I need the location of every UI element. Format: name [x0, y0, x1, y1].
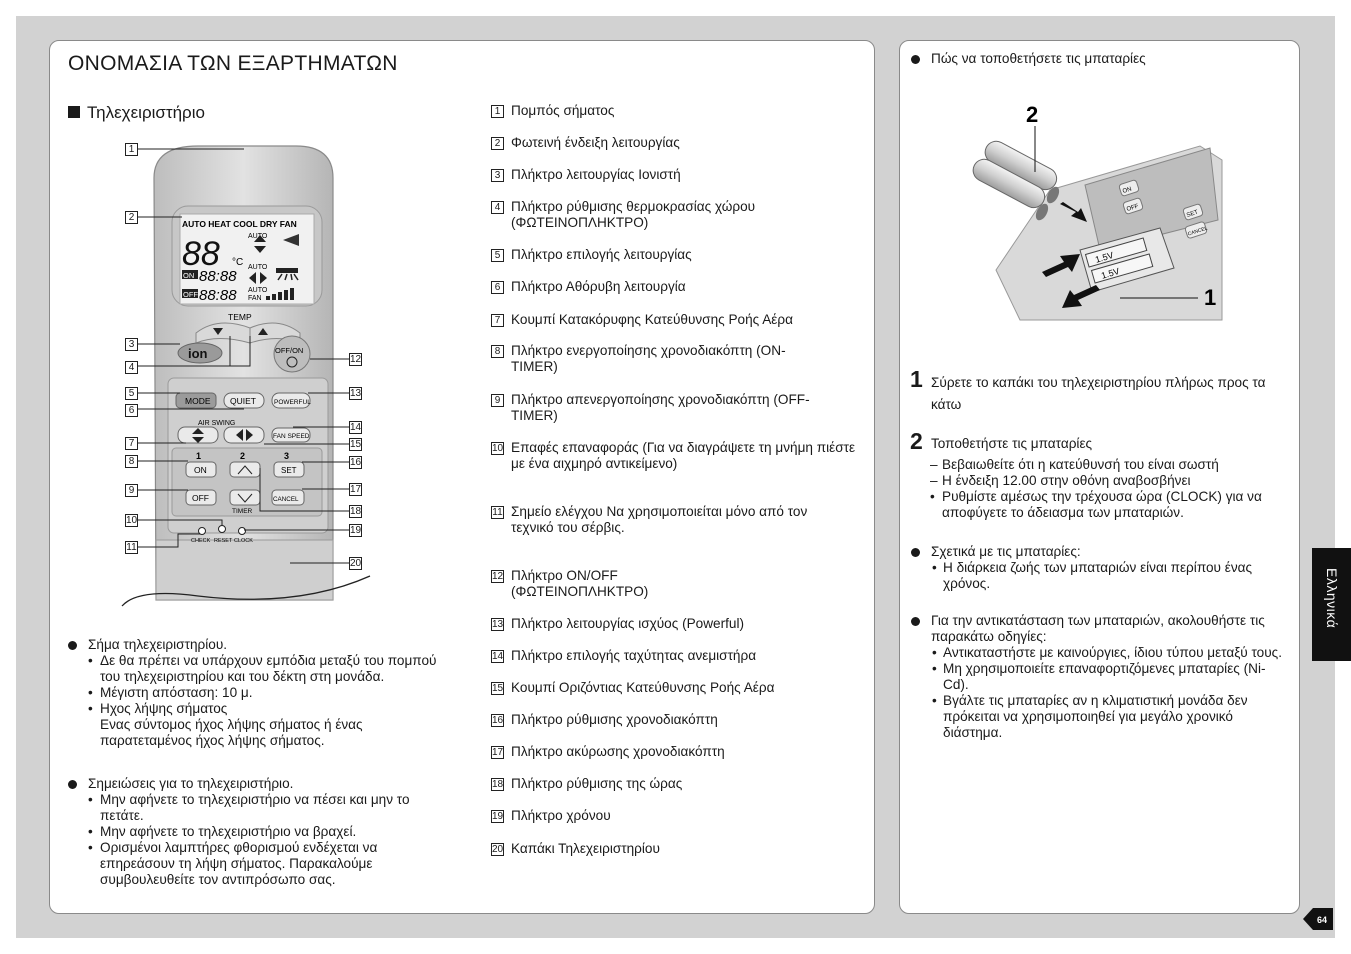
- svg-text:RESET: RESET: [214, 538, 233, 544]
- callout-19: 19: [349, 524, 362, 537]
- fan-speed-button[interactable]: [271, 427, 311, 443]
- section-heading: Τηλεχειριστήριο: [68, 103, 205, 123]
- clock-button[interactable]: [238, 527, 246, 535]
- svg-text:2: 2: [240, 451, 245, 461]
- callout-3: 3: [125, 338, 138, 351]
- slide-up-arrow-icon: [1042, 254, 1080, 277]
- svg-text:CANCEL: CANCEL: [273, 496, 299, 503]
- install-heading: Πώς να τοποθετήσετε τις μπαταρίες: [911, 51, 1146, 67]
- svg-text:CHECK: CHECK: [191, 538, 211, 544]
- page-number-badge: 64: [1303, 908, 1333, 930]
- bullet-icon: [911, 617, 920, 626]
- svg-text:88:88: 88:88: [199, 268, 237, 285]
- svg-text:SET: SET: [1186, 210, 1199, 219]
- callout-4: 4: [125, 361, 138, 374]
- svg-text:88:88: 88:88: [199, 287, 237, 304]
- temp-down-icon: [213, 328, 223, 335]
- svg-text:1: 1: [196, 451, 201, 461]
- ion-button[interactable]: [177, 342, 223, 364]
- callout-2: 2: [125, 211, 138, 224]
- signal-notes: Σήμα τηλεχειριστηρίου. •Δε θα πρέπει να …: [68, 637, 440, 749]
- horizontal-swing-button[interactable]: [223, 426, 265, 444]
- page-number: 64: [1317, 915, 1327, 925]
- svg-text:OFF: OFF: [183, 290, 198, 299]
- svg-text:ion: ion: [188, 346, 208, 361]
- svg-text:FAN SPEED: FAN SPEED: [273, 433, 310, 440]
- temp-label: TEMP: [228, 312, 252, 322]
- cancel-button[interactable]: [271, 489, 305, 506]
- svg-text:SET: SET: [281, 466, 297, 475]
- figure-label-1: 1: [1204, 285, 1216, 310]
- svg-text:AUTO: AUTO: [248, 264, 268, 271]
- callout-11: 11: [125, 541, 138, 554]
- off-on-button[interactable]: [273, 335, 311, 373]
- svg-text:OFF: OFF: [192, 493, 209, 503]
- mode-button[interactable]: [175, 392, 217, 409]
- callout-6: 6: [125, 404, 138, 417]
- timer-up-button[interactable]: [229, 461, 261, 478]
- callout-12: 12: [349, 353, 362, 366]
- figure-label-2: 2: [1026, 102, 1038, 127]
- temp-up-icon: [258, 328, 268, 335]
- svg-text:1.5V: 1.5V: [1094, 250, 1115, 265]
- square-bullet-icon: [68, 106, 80, 118]
- display-temperature: 88: [182, 235, 220, 273]
- svg-text:ON: ON: [194, 465, 207, 475]
- bullet-icon: [68, 780, 77, 789]
- svg-text:°C: °C: [232, 257, 243, 268]
- callout-10: 10: [125, 514, 138, 527]
- callout-1: 1: [125, 143, 138, 156]
- quiet-button[interactable]: [223, 392, 265, 409]
- insert-arrow-icon: [1060, 202, 1087, 222]
- callout-9: 9: [125, 484, 138, 497]
- remote-cover: [155, 539, 334, 601]
- svg-text:POWERFUL: POWERFUL: [274, 399, 311, 406]
- callout-5: 5: [125, 387, 138, 400]
- svg-text:OFF/ON: OFF/ON: [275, 346, 303, 355]
- on-timer-button[interactable]: [185, 461, 217, 478]
- callout-20: 20: [349, 557, 362, 570]
- callout-16: 16: [349, 456, 362, 469]
- remote-control-diagram: AUTO HEAT COOL DRY FAN 88 °C ON 88:88 OF…: [121, 145, 371, 607]
- svg-text:CLOCK: CLOCK: [234, 538, 253, 544]
- callout-18: 18: [349, 505, 362, 518]
- callout-15: 15: [349, 438, 362, 451]
- battery-replacement: Για την αντικατάσταση των μπαταριών, ακο…: [911, 613, 1283, 741]
- remote-notes: Σημειώσεις για το τηλεχειριστήριο. •Μην …: [68, 776, 440, 888]
- off-timer-button[interactable]: [185, 489, 217, 506]
- bullet-icon: [68, 641, 77, 650]
- svg-text:OFF: OFF: [1126, 203, 1140, 213]
- svg-text:TIMER: TIMER: [232, 508, 253, 515]
- set-button[interactable]: [273, 461, 305, 478]
- powerful-button[interactable]: [271, 392, 311, 409]
- svg-text:MODE: MODE: [185, 396, 211, 406]
- svg-text:ON: ON: [183, 271, 194, 280]
- bullet-icon: [911, 548, 920, 557]
- batteries: [972, 140, 1060, 221]
- svg-text:3: 3: [284, 451, 289, 461]
- svg-text:ON: ON: [1122, 186, 1132, 194]
- remote-buttons: ON OFF SET CANCEL: [1118, 179, 1208, 239]
- callout-13: 13: [349, 387, 362, 400]
- slide-down-arrow-icon: [1062, 285, 1100, 308]
- check-point: [198, 527, 206, 535]
- battery-info: Σχετικά με τις μπαταρίες: •Η διάρκεια ζω…: [911, 544, 1281, 592]
- callout-8: 8: [125, 455, 138, 468]
- battery-install-illustration: ON OFF SET CANCEL 1.5V 1.5V 2 1: [972, 102, 1223, 321]
- page-title: ΟΝΟΜΑΣΙΑ ΤΩΝ ΕΞΑΡΤΗΜΑΤΩΝ: [68, 52, 398, 75]
- svg-text:AUTO: AUTO: [248, 233, 268, 240]
- display-modes: AUTO HEAT COOL DRY FAN: [182, 219, 297, 229]
- air-swing-label: AIR SWING: [198, 420, 235, 427]
- svg-text:QUIET: QUIET: [230, 396, 256, 406]
- language-tab: Ελληνικά: [1312, 548, 1351, 661]
- reset-button[interactable]: [218, 525, 226, 533]
- callout-17: 17: [349, 483, 362, 496]
- svg-text:1.5V: 1.5V: [1100, 266, 1121, 281]
- callout-14: 14: [349, 421, 362, 434]
- svg-text:FAN: FAN: [248, 295, 262, 302]
- svg-text:AUTO: AUTO: [248, 287, 268, 294]
- callout-7: 7: [125, 437, 138, 450]
- bullet-icon: [911, 55, 920, 64]
